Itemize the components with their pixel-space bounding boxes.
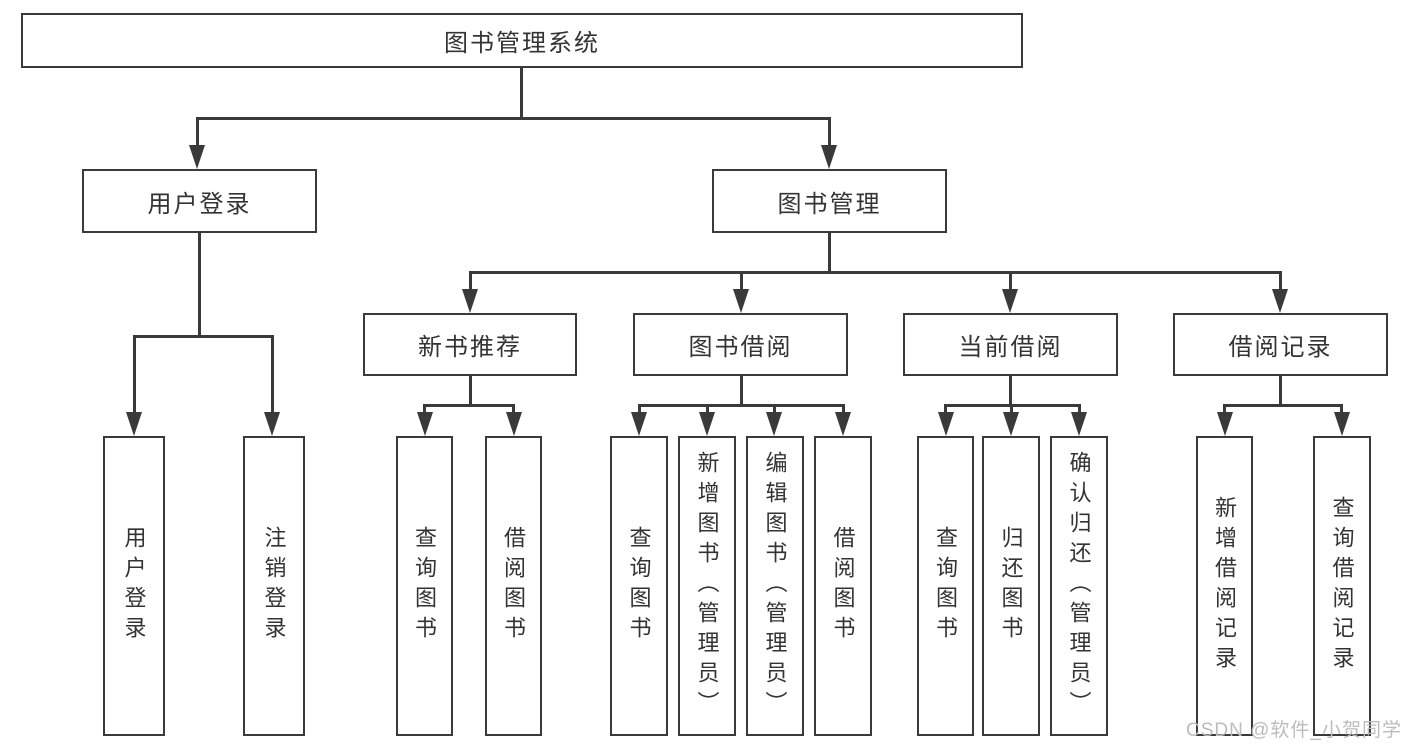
connector-book-borrow-drop	[739, 271, 743, 298]
leaf-cb-query-books: 查询图书	[917, 436, 974, 736]
connector-g3c1-stub	[944, 404, 947, 417]
arrowhead-g1c1-icon	[416, 412, 433, 436]
arrowhead-book-mgmt-icon	[821, 145, 837, 169]
arrowhead-g3c3-icon	[1071, 412, 1087, 436]
node-current-borrow: 当前借阅	[903, 313, 1118, 376]
connector-new-book-drop	[468, 271, 472, 298]
arrowhead-borrow-records-icon	[1272, 289, 1288, 313]
leaf-bb-add-books-admin: 新增图书（管理员）	[678, 436, 736, 736]
arrowhead-g2c2-icon	[699, 412, 715, 436]
connector-root-stem	[519, 68, 523, 118]
arrowhead-g3c1-icon	[937, 412, 954, 436]
leaf-rec-query-books-label: 查询图书	[412, 526, 438, 646]
connector-g1c1-stub	[423, 404, 426, 417]
leaf-bb-edit-books-admin: 编辑图书（管理员）	[746, 436, 804, 736]
arrowhead-g1c2-icon	[505, 412, 522, 436]
leaf-rec-query-books: 查询图书	[396, 436, 453, 736]
leaf-bb-edit-books-admin-label: 编辑图书（管理员）	[762, 451, 788, 721]
connector-borrow-records-stem	[1278, 376, 1282, 407]
connector-user-login-stem	[197, 233, 201, 338]
connector-g1c2-stub	[512, 404, 515, 417]
leaf-br-add-record-label: 新增借阅记录	[1212, 496, 1238, 676]
connector-g2c1-stub	[637, 404, 641, 417]
node-book-borrow-label: 图书借阅	[688, 334, 793, 361]
leaf-br-add-record: 新增借阅记录	[1196, 436, 1253, 736]
connector-new-book-stem	[468, 376, 472, 407]
leaf-br-query-record-label: 查询借阅记录	[1329, 496, 1355, 676]
connector-user-login-split	[132, 335, 274, 338]
connector-level2-split	[196, 117, 829, 120]
leaf-bb-query-books: 查询图书	[610, 436, 668, 736]
node-book-borrow: 图书借阅	[633, 313, 848, 376]
node-book-management-label: 图书管理	[777, 190, 882, 218]
arrowhead-g4c1-icon	[1216, 412, 1233, 436]
node-borrow-records: 借阅记录	[1173, 313, 1388, 376]
leaf-cb-confirm-return-admin: 确认归还（管理员）	[1050, 436, 1108, 736]
arrowhead-user-login-icon	[189, 145, 205, 169]
connector-leaf-user-login-drop	[132, 335, 136, 417]
node-borrow-records-label: 借阅记录	[1228, 334, 1333, 361]
connector-g4c2-stub	[1340, 404, 1343, 417]
connector-new-book-split	[423, 404, 515, 407]
leaf-rec-borrow-books-label: 借阅图书	[501, 526, 527, 646]
connector-current-borrow-stem	[1008, 376, 1012, 407]
node-root: 图书管理系统	[21, 13, 1023, 68]
leaf-rec-borrow-books: 借阅图书	[485, 436, 542, 736]
node-book-management: 图书管理	[712, 169, 947, 233]
node-root-label: 图书管理系统	[444, 30, 600, 57]
arrowhead-g2c3-icon	[766, 412, 782, 436]
leaf-cb-confirm-return-admin-label: 确认归还（管理员）	[1066, 451, 1092, 721]
connector-g2c4-stub	[841, 404, 845, 417]
arrowhead-current-borrow-icon	[1002, 289, 1018, 313]
node-user-login: 用户登录	[82, 169, 317, 233]
arrowhead-g4c2-icon	[1333, 412, 1350, 436]
arrowhead-g3c2-icon	[1003, 412, 1019, 436]
node-new-book-recommend-label: 新书推荐	[418, 334, 522, 361]
connector-g2c2-stub	[705, 404, 709, 417]
connector-current-borrow-drop	[1008, 271, 1012, 298]
connector-borrow-records-drop	[1278, 271, 1282, 298]
connector-book-mgmt-stem	[827, 233, 831, 274]
node-new-book-recommend: 新书推荐	[363, 313, 577, 376]
leaf-bb-borrow-books-label: 借阅图书	[830, 526, 856, 646]
connector-g2c3-stub	[772, 404, 776, 417]
leaf-bb-borrow-books: 借阅图书	[814, 436, 872, 736]
leaf-logout-label: 注销登录	[261, 526, 287, 646]
connector-book-borrow-stem	[739, 376, 743, 407]
leaf-user-login-label: 用户登录	[121, 526, 147, 646]
leaf-br-query-record: 查询借阅记录	[1313, 436, 1371, 736]
node-user-login-label: 用户登录	[147, 190, 252, 218]
node-current-borrow-label: 当前借阅	[958, 334, 1063, 361]
connector-book-mgmt-drop	[827, 117, 831, 149]
arrowhead-g2c4-icon	[835, 412, 851, 436]
arrowhead-leaf-logout-icon	[264, 412, 280, 436]
connector-borrow-records-split	[1223, 404, 1343, 407]
connector-level3-split	[468, 271, 1282, 274]
leaf-cb-return-books: 归还图书	[982, 436, 1040, 736]
arrowhead-leaf-user-login-icon	[126, 412, 142, 436]
watermark: CSDN @软件_小贺同学	[1186, 720, 1402, 741]
connector-book-borrow-split	[637, 404, 845, 407]
connector-user-login-drop	[195, 117, 199, 149]
arrowhead-g2c1-icon	[631, 412, 647, 436]
leaf-cb-query-books-label: 查询图书	[933, 526, 959, 646]
leaf-cb-return-books-label: 归还图书	[998, 526, 1024, 646]
arrowhead-book-borrow-icon	[733, 289, 749, 313]
leaf-logout: 注销登录	[243, 436, 305, 736]
connector-leaf-logout-drop	[270, 335, 274, 417]
leaf-user-login: 用户登录	[103, 436, 165, 736]
connector-g4c1-stub	[1223, 404, 1226, 417]
leaf-bb-add-books-admin-label: 新增图书（管理员）	[694, 451, 720, 721]
connector-g3c2-stub	[1009, 404, 1013, 417]
connector-g3c3-stub	[1077, 404, 1081, 417]
leaf-bb-query-books-label: 查询图书	[626, 526, 652, 646]
arrowhead-new-book-icon	[462, 289, 478, 313]
